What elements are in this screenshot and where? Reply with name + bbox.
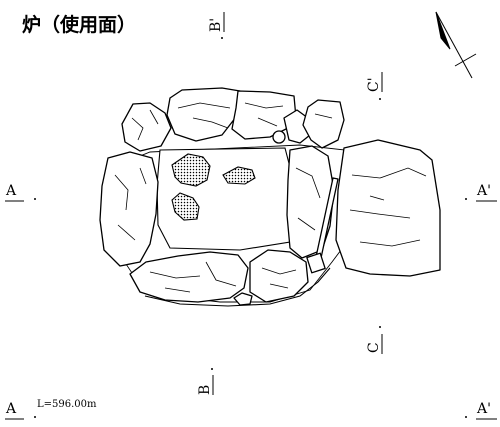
section-marker-c-prime-top: C' [366,72,383,100]
section-marker-a-prime-right-bottom: A' [465,401,497,420]
stone [121,102,172,152]
elevation-label: L=596.00m [37,399,97,410]
charcoal-patch [171,153,211,187]
stone [335,139,441,277]
stone [233,292,253,306]
section-marker-a-left: A [5,183,36,202]
svg-text:C: C [366,342,382,353]
charcoal-patch [222,166,256,185]
svg-text:A': A' [476,401,491,417]
stone [231,90,297,140]
north-arrow-icon [435,11,477,79]
section-marker-b-prime-top: B' [208,12,225,39]
stone [272,130,286,144]
svg-text:C': C' [366,77,382,92]
hearth-plan [99,87,441,307]
stone [302,99,345,149]
svg-text:A: A [5,183,17,199]
stone [286,145,335,259]
section-marker-a-left-bottom: A [5,401,36,420]
stone [166,87,241,142]
svg-text:B': B' [208,18,224,32]
drawing-title: 炉（使用面） [22,13,136,36]
stone [99,151,159,267]
section-marker-a-prime-right: A' [465,183,497,202]
charcoal-patch [171,192,200,221]
stone [249,249,309,303]
section-marker-c-bottom: C [366,326,383,354]
stone-rod-end [306,252,326,274]
svg-text:B: B [197,385,213,395]
svg-text:A: A [5,401,17,417]
svg-text:A': A' [476,183,491,199]
section-marker-b-bottom: B [197,368,214,395]
